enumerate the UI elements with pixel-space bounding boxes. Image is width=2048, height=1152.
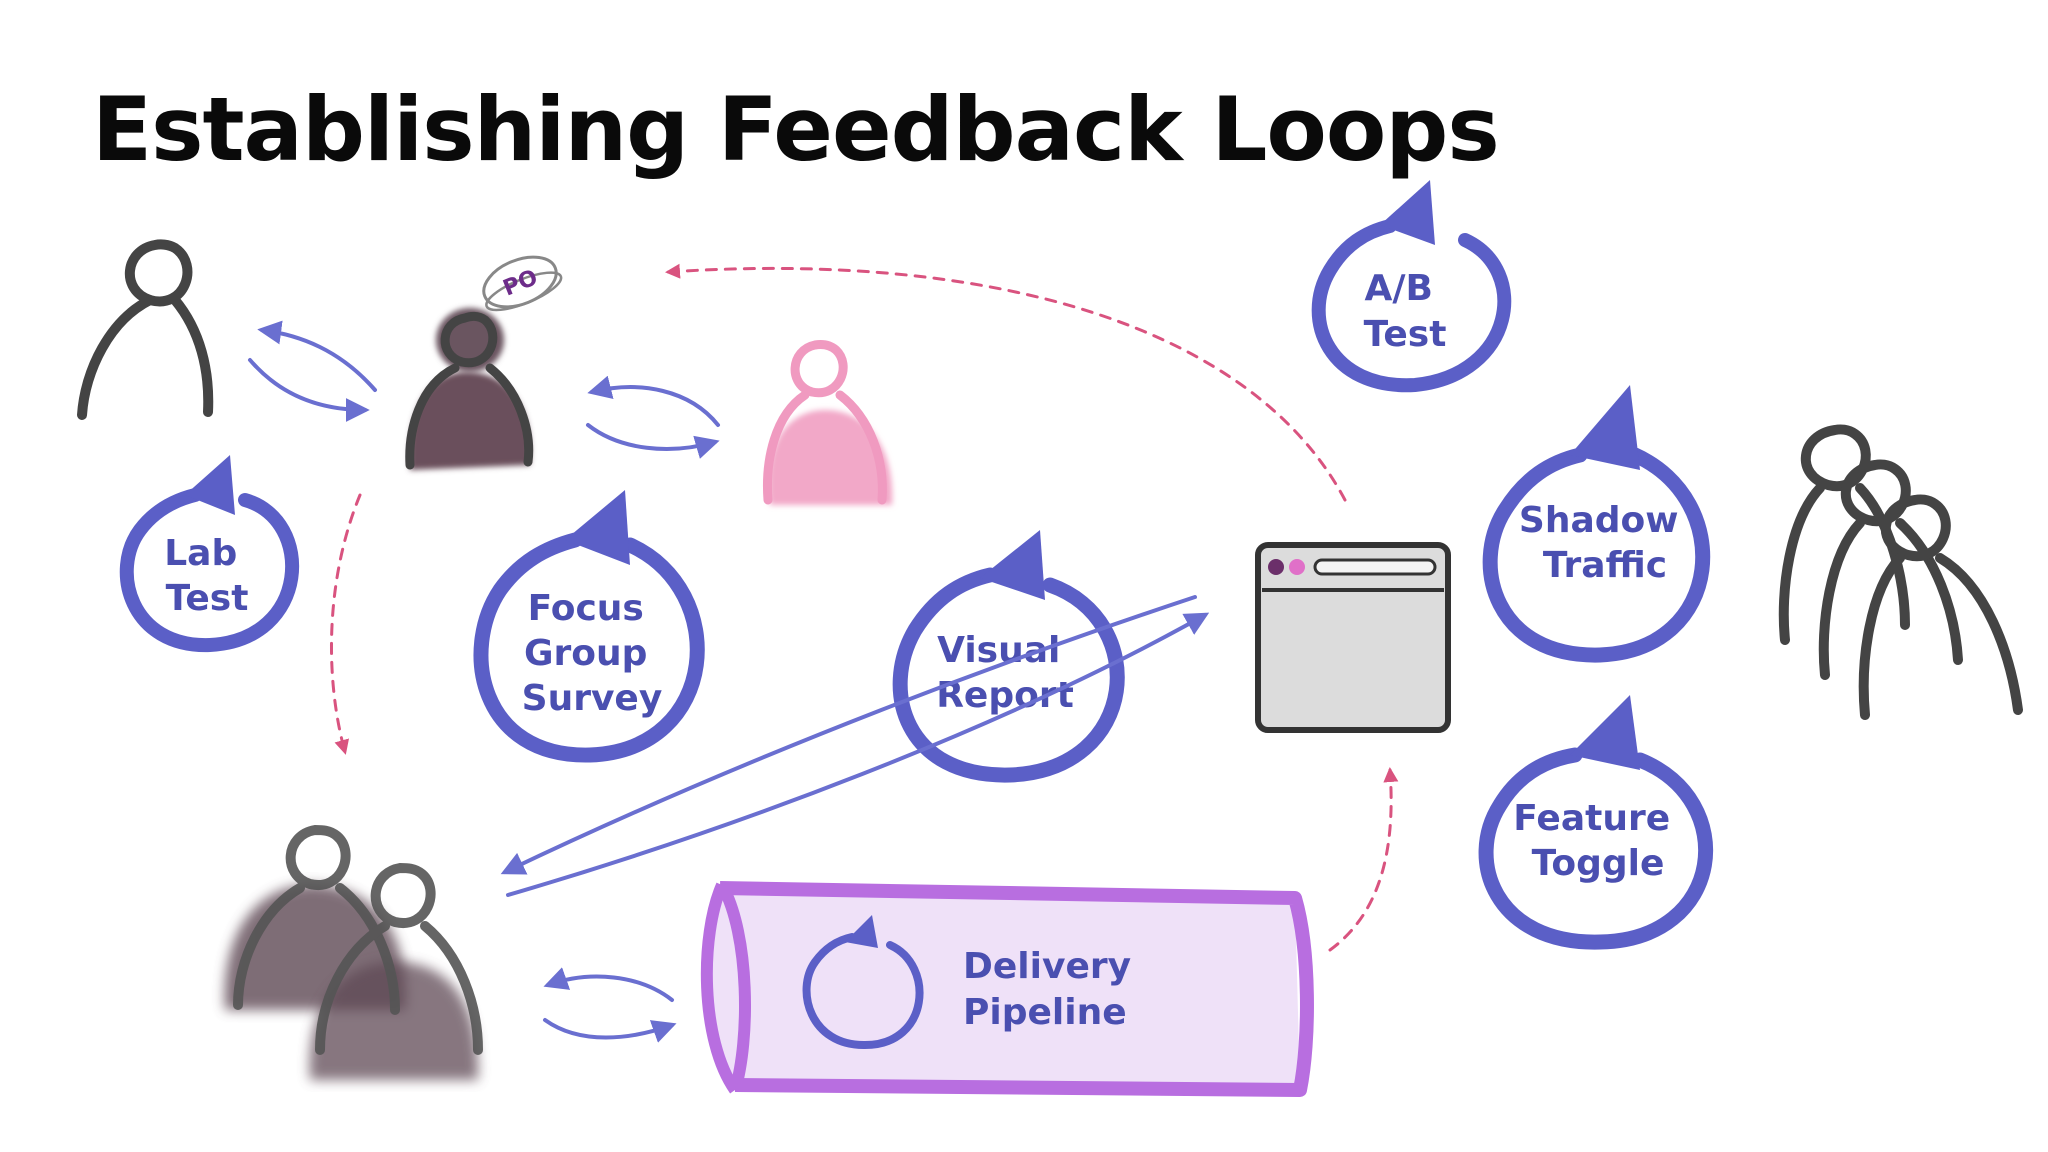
- svg-text:Focus Group Survey: Focus Group Survey: [522, 588, 663, 719]
- pipeline-line-2: Pipeline: [963, 992, 1127, 1033]
- loop-lab-test: Lab Test: [119, 455, 300, 653]
- svg-text:Shadow Traffic: Shadow Traffic: [1519, 500, 1691, 586]
- loop-lab-test-line-2: Test: [166, 578, 249, 619]
- loop-focus-group-survey: Focus Group Survey: [473, 490, 705, 763]
- loop-ab-test: A/B Test: [1311, 180, 1512, 393]
- loop-focus-line-2: Group: [524, 633, 647, 674]
- page-title: Establishing Feedback Loops: [92, 78, 1500, 181]
- svg-text:Lab Test: Lab Test: [164, 533, 250, 619]
- arrow-stakeholder-to-po: [587, 375, 720, 427]
- loop-focus-line-3: Survey: [522, 678, 663, 719]
- loop-shadow-line-1: Shadow: [1519, 500, 1679, 541]
- customers-persons-icon: [1778, 424, 2023, 720]
- svg-text:Delivery Pipeline: Delivery Pipeline: [963, 946, 1144, 1033]
- svg-text:Feature Toggle: Feature Toggle: [1513, 798, 1682, 884]
- dashed-arrow-pipeline-to-browser: [1328, 767, 1399, 952]
- arrow-browser-to-team: [500, 595, 1197, 875]
- arrow-po-to-stakeholder: [586, 423, 720, 459]
- arrow-team-to-browser: [506, 612, 1210, 897]
- arrow-user-to-po: [248, 358, 370, 422]
- loop-lab-test-line-1: Lab: [164, 533, 237, 574]
- loop-shadow-line-2: Traffic: [1543, 545, 1667, 586]
- team-persons-icon: [224, 824, 483, 1080]
- po-badge: PO: [482, 255, 563, 312]
- loop-feature-toggle: Feature Toggle: [1478, 695, 1714, 950]
- arrow-pipeline-to-team: [543, 967, 674, 1002]
- dashed-arrow-browser-to-po: [665, 263, 1347, 502]
- loop-shadow-traffic: Shadow Traffic: [1482, 385, 1711, 663]
- stakeholder-person-icon: [763, 340, 893, 505]
- loop-focus-line-1: Focus: [528, 588, 644, 629]
- delivery-pipeline: Delivery Pipeline: [700, 881, 1314, 1097]
- arrow-po-to-user: [257, 320, 377, 392]
- svg-text:Visual Report: Visual Report: [936, 630, 1074, 716]
- svg-text:A/B Test: A/B Test: [1364, 268, 1447, 355]
- pipeline-line-1: Delivery: [963, 946, 1131, 987]
- loop-feature-line-1: Feature: [1513, 798, 1670, 839]
- loop-ab-test-line-1: A/B: [1365, 268, 1433, 309]
- loop-visual-report: Visual Report: [892, 530, 1125, 783]
- browser-window-icon: [1255, 542, 1451, 733]
- user-person-icon: [77, 239, 214, 420]
- loop-feature-line-2: Toggle: [1532, 843, 1665, 884]
- arrow-team-to-pipeline: [543, 1018, 677, 1043]
- loop-ab-test-line-2: Test: [1364, 314, 1447, 355]
- pipeline-loop-icon: [802, 915, 924, 1050]
- dashed-arrow-po-to-team: [330, 493, 362, 755]
- product-owner-person-icon: [405, 308, 534, 470]
